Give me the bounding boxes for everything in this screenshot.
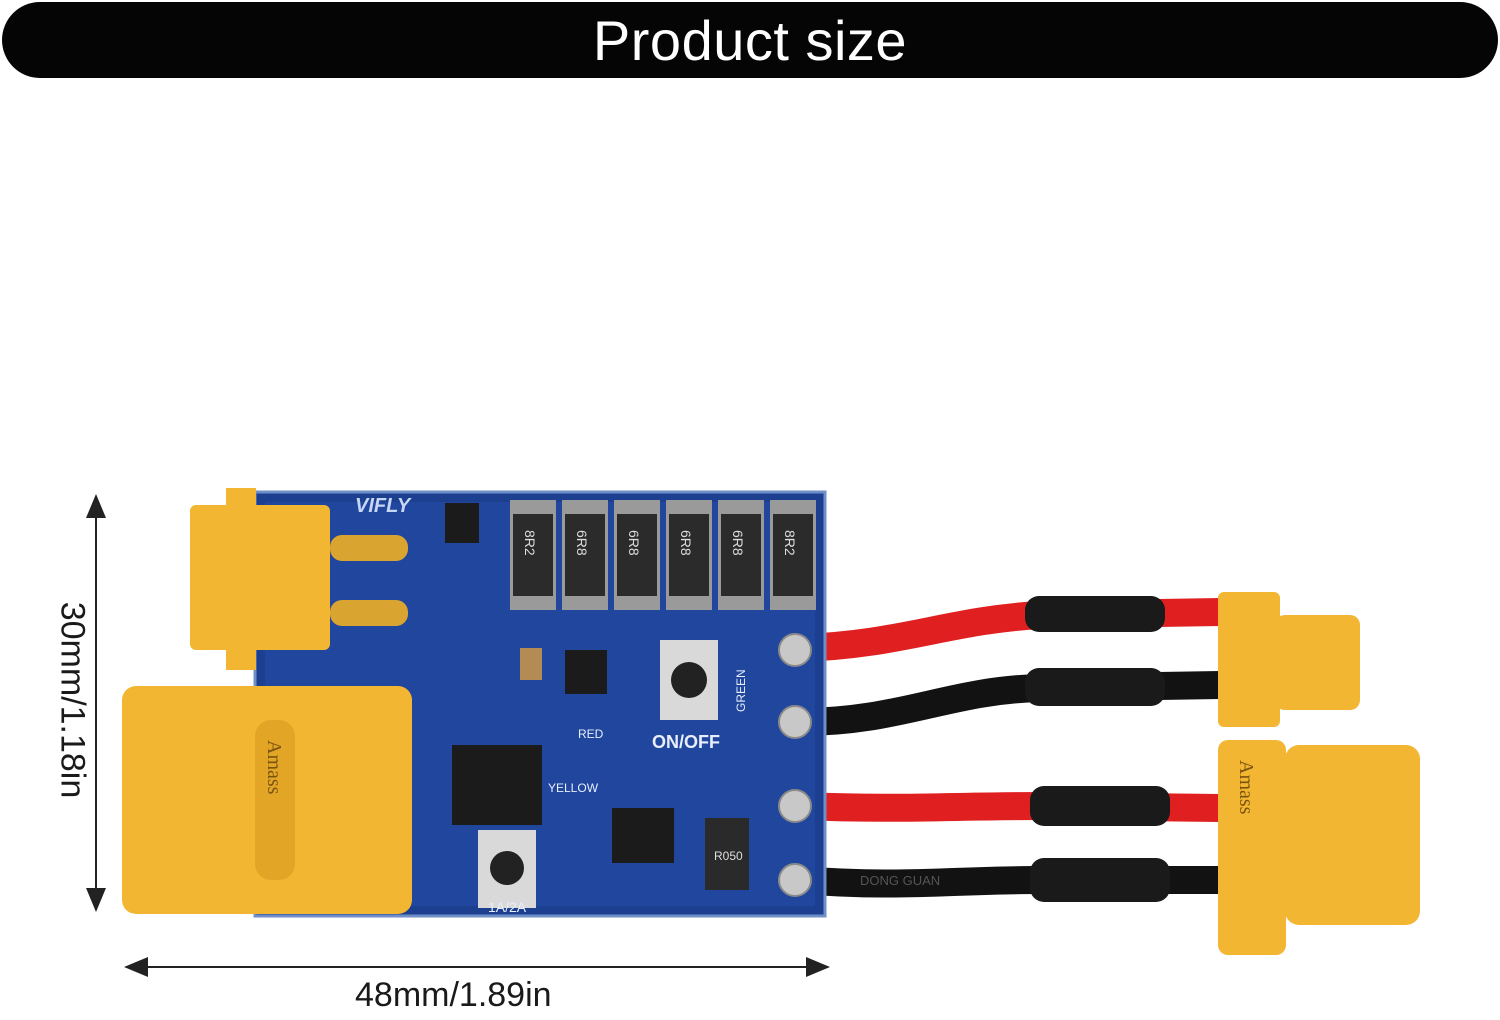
led-green-label: GREEN bbox=[734, 669, 748, 712]
driver-chip bbox=[612, 808, 674, 863]
on-off-button bbox=[660, 640, 718, 720]
resistor-label: 6R8 bbox=[730, 530, 746, 556]
mcu-chip bbox=[452, 745, 542, 825]
title-bar: Product size bbox=[2, 2, 1498, 78]
board-brand: VIFLY bbox=[355, 495, 412, 517]
shunt-component bbox=[705, 818, 749, 890]
output-pads bbox=[778, 633, 812, 897]
resistor-label: 6R8 bbox=[574, 530, 590, 556]
connector-brand-right: Amass bbox=[1235, 760, 1257, 815]
resistor bbox=[513, 514, 553, 596]
xt30-output-connector bbox=[1218, 592, 1360, 727]
resistor-label: 6R8 bbox=[626, 530, 642, 556]
resistor bbox=[617, 514, 657, 596]
output-wires: DONG GUAN bbox=[798, 596, 1221, 902]
height-dimension-label: 30mm/1.18in bbox=[53, 601, 92, 799]
xt60-output-connector: Amass bbox=[1218, 740, 1420, 955]
shunt-label: R050 bbox=[714, 849, 743, 863]
xt60-input-connector: Amass bbox=[122, 686, 412, 914]
chip-top bbox=[445, 503, 479, 543]
led-red-label: RED bbox=[578, 727, 604, 741]
led-yellow-label: YELLOW bbox=[548, 781, 599, 795]
resistor bbox=[721, 514, 761, 596]
resistor bbox=[565, 514, 605, 596]
on-off-label: ON/OFF bbox=[652, 732, 720, 752]
resistor-label: 8R2 bbox=[782, 530, 798, 556]
width-dimension-label: 48mm/1.89in bbox=[355, 976, 552, 1014]
wire-print: DONG GUAN bbox=[860, 873, 940, 888]
resistor bbox=[669, 514, 709, 596]
page-title: Product size bbox=[592, 8, 908, 72]
mode-button bbox=[478, 830, 536, 908]
xt30-input-connector bbox=[190, 488, 408, 670]
resistor bbox=[773, 514, 813, 596]
mode-label: 1A/2A bbox=[488, 899, 527, 915]
resistor-label: 8R2 bbox=[522, 530, 538, 556]
shunt-resistor-row: 8R2 6R8 6R8 6R8 6R8 8R2 bbox=[510, 500, 816, 610]
resistor-label: 6R8 bbox=[678, 530, 694, 556]
connector-brand-left: Amass bbox=[263, 740, 285, 795]
capacitor bbox=[520, 648, 542, 680]
regulator-chip bbox=[565, 650, 607, 694]
